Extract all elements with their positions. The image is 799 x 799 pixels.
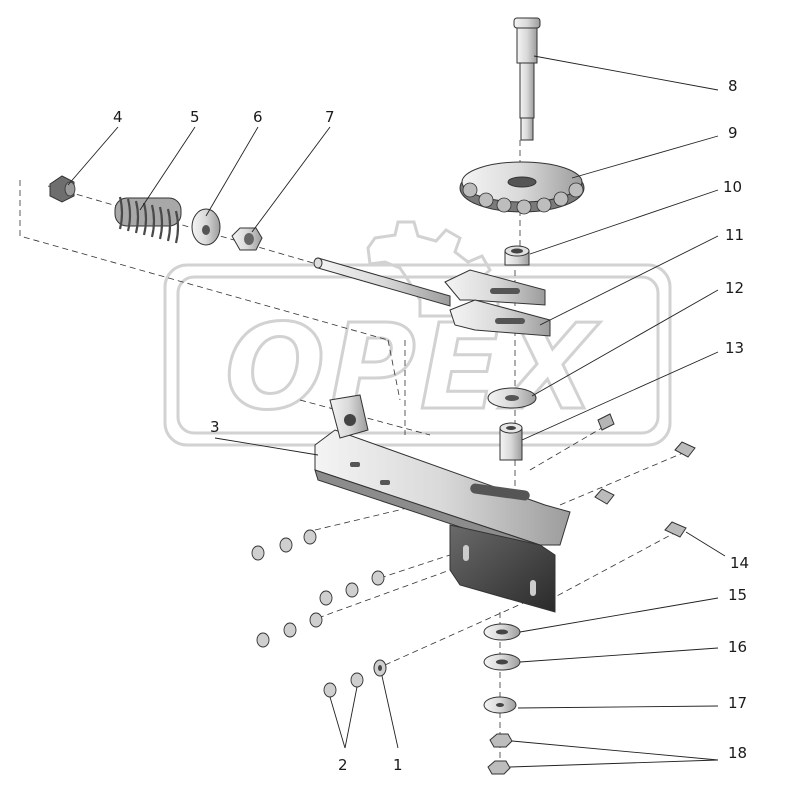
nut-part-7 (231, 227, 263, 251)
nut-part-4 (49, 175, 76, 203)
sleeve-part-13 (499, 413, 615, 461)
callout-14: 14 (730, 554, 749, 572)
bolts (594, 441, 696, 505)
washer-part-17 (483, 696, 517, 714)
callout-2: 2 (338, 756, 348, 774)
callout-4: 4 (113, 108, 123, 126)
nut-part-18-lower (487, 760, 511, 775)
spring-part-5 (114, 196, 182, 244)
washer-part-12 (487, 387, 537, 409)
callout-5: 5 (190, 108, 200, 126)
bolt-part-14 (664, 521, 687, 538)
washer-part-15 (483, 623, 521, 641)
callout-17: 17 (728, 694, 747, 712)
callout-18: 18 (728, 744, 747, 762)
callout-13: 13 (725, 339, 744, 357)
callout-1: 1 (393, 756, 403, 774)
watermark: OPEX (163, 220, 672, 447)
nuts-and-washers (251, 529, 385, 698)
callout-7: 7 (325, 108, 335, 126)
assembly-lines (19, 140, 691, 765)
callout-10: 10 (723, 178, 742, 196)
leader-lines (67, 55, 726, 768)
callout-15: 15 (728, 586, 747, 604)
sprocket-part-9 (459, 161, 585, 215)
callout-6: 6 (253, 108, 263, 126)
washer-part-6 (191, 208, 221, 246)
callout-11: 11 (725, 226, 744, 244)
callout-8: 8 (728, 77, 738, 95)
callout-9: 9 (728, 124, 738, 142)
pin-part-8 (513, 17, 541, 141)
nut-part-18-upper (489, 733, 513, 748)
callout-labels: 1 2 3 4 5 6 7 8 9 10 11 12 13 14 15 16 1… (113, 77, 749, 774)
callout-12: 12 (725, 279, 744, 297)
bushing-part-10 (504, 245, 530, 266)
callout-16: 16 (728, 638, 747, 656)
washer-part-16 (483, 653, 521, 671)
washer-part-1 (373, 659, 387, 677)
callout-3: 3 (210, 418, 220, 436)
fork-rod-part-11 (313, 257, 551, 337)
mounting-plate (449, 524, 556, 613)
